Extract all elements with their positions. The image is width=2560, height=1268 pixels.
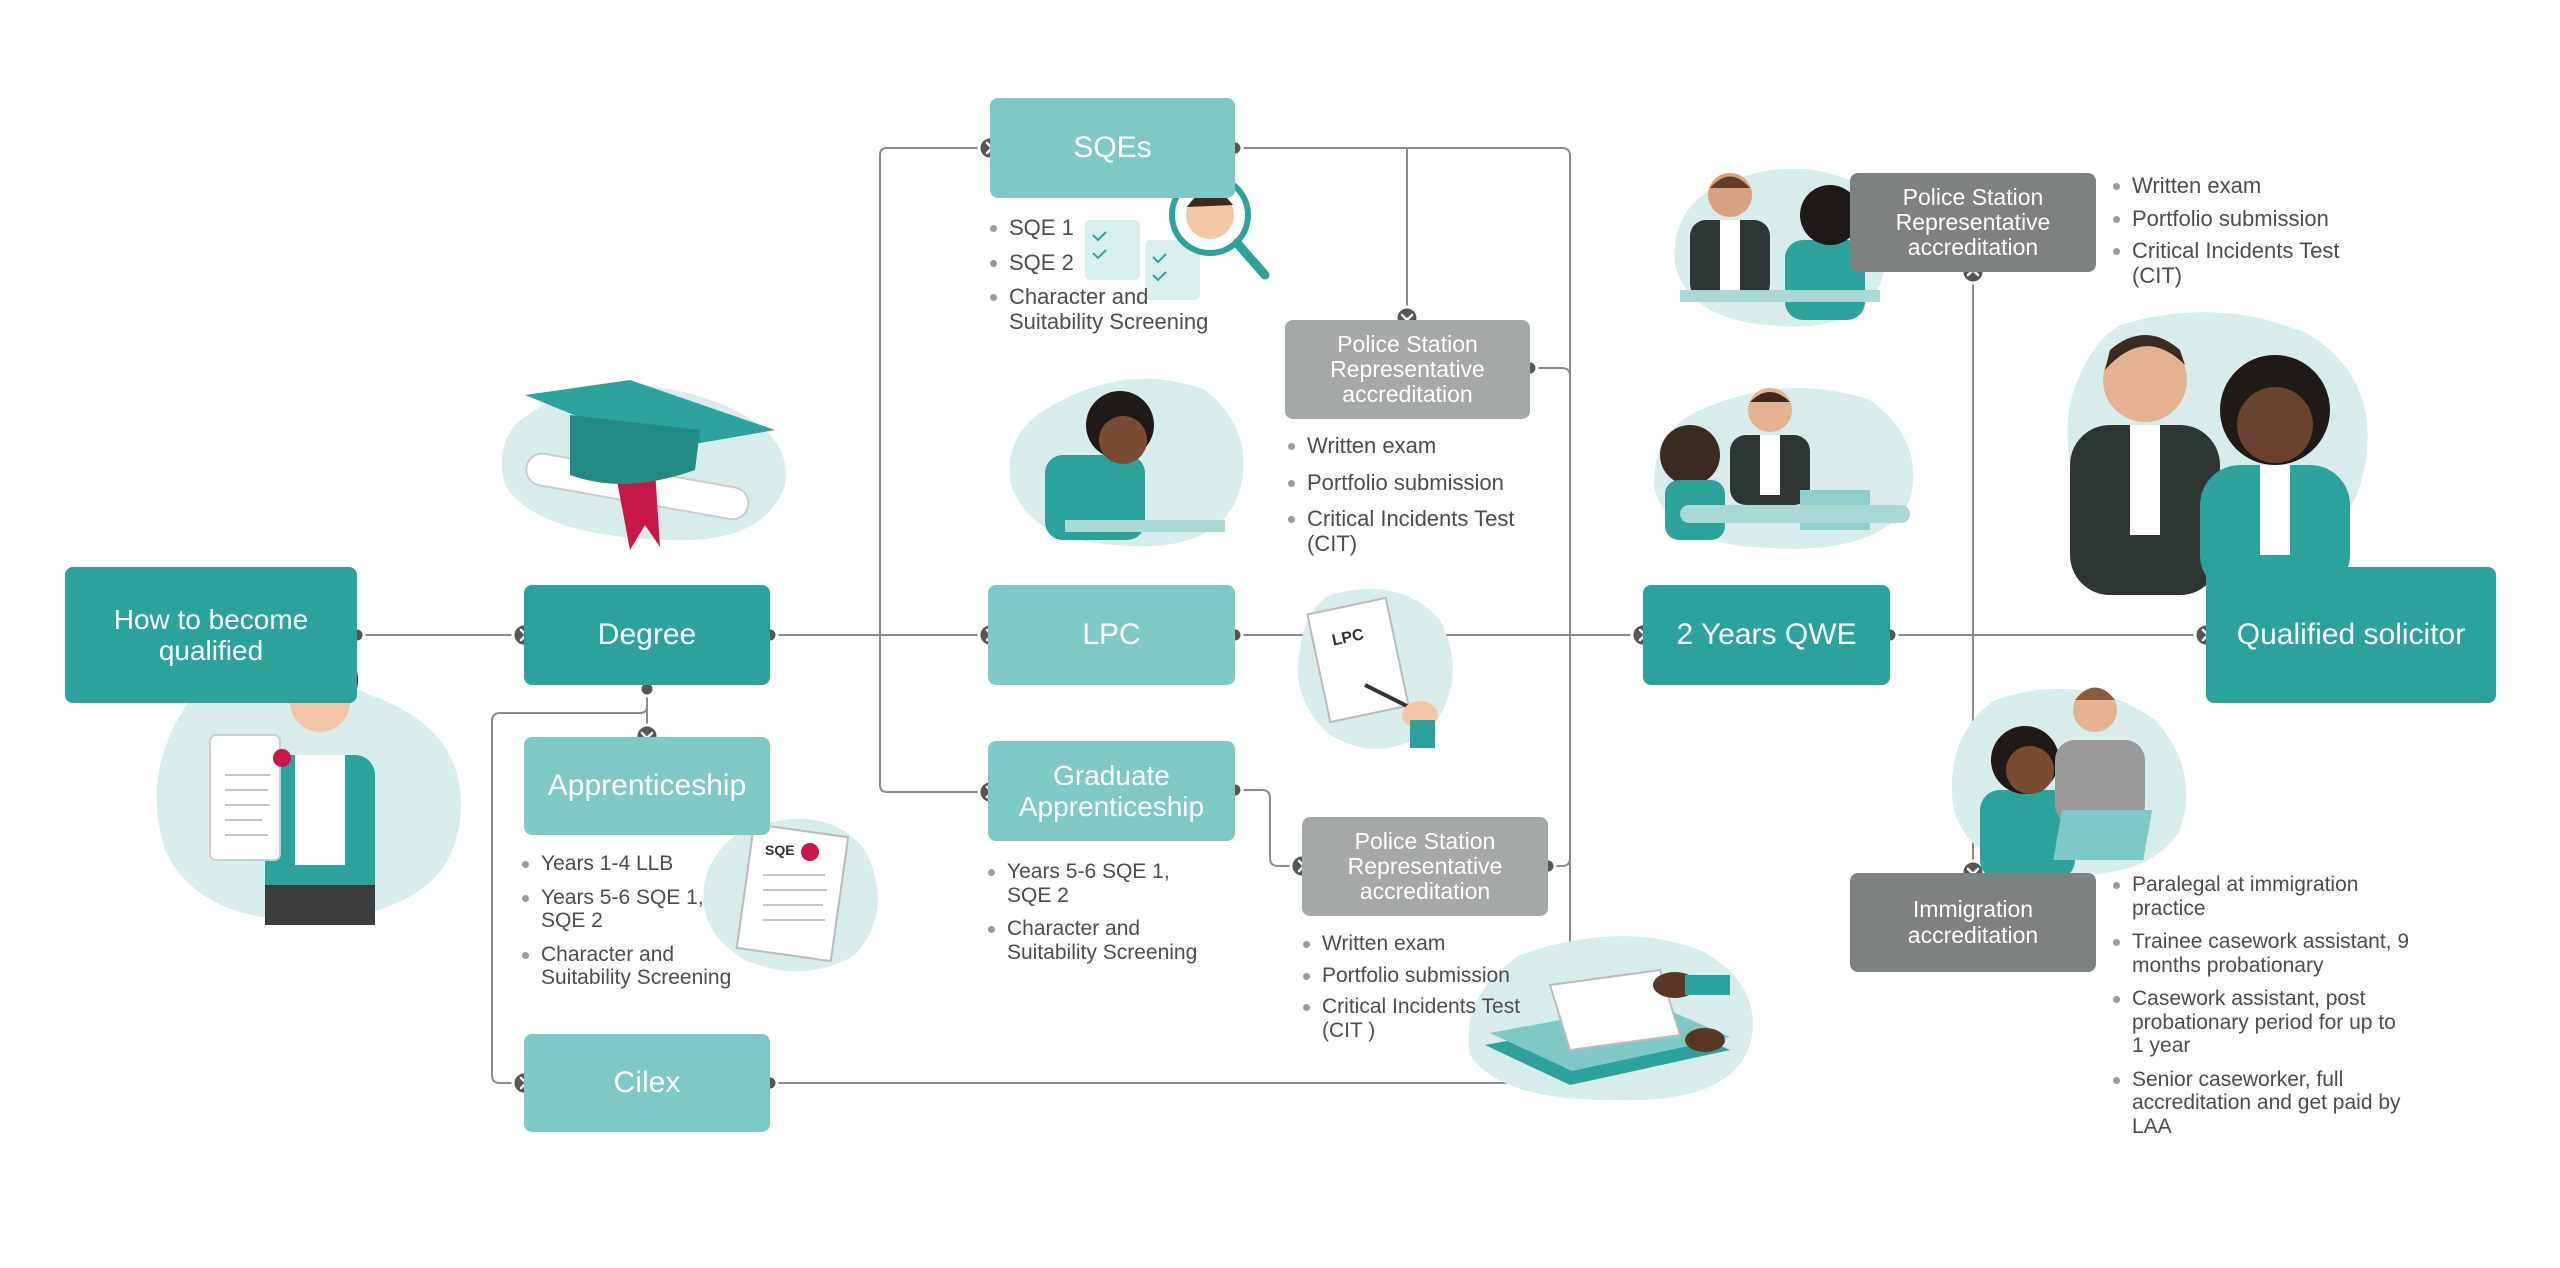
list-item: Written exam: [1300, 932, 1560, 956]
list-item: Critical Incidents Test (CIT): [2110, 238, 2362, 288]
list-item: Character and Suitability Screening: [987, 284, 1239, 334]
list-item: Critical Incidents Test (CIT): [1285, 506, 1537, 556]
list-item: Character and Suitability Screening: [985, 917, 1225, 964]
lpc-node[interactable]: LPC: [988, 585, 1235, 685]
list-item: Years 5-6 SQE 1, SQE 2: [985, 860, 1182, 907]
police-station-bottom-label: Police Station Representative accreditat…: [1347, 827, 1503, 905]
list-item: Senior caseworker, full accreditation an…: [2110, 1068, 2412, 1139]
list-item: Portfolio submission: [1300, 964, 1560, 988]
police-station-top-detail-list: Written exam Portfolio submission Critic…: [1285, 433, 1545, 567]
apprenticeship-label: Apprenticeship: [547, 769, 747, 802]
list-item: Portfolio submission: [2110, 206, 2370, 232]
connector-grad-police-bottom: [1235, 789, 1302, 867]
list-item: Written exam: [2110, 173, 2370, 199]
lpc-document-illustration: LPC: [1298, 588, 1453, 749]
sqe-document-label: SQE: [765, 842, 795, 858]
list-item: Casework assistant, post probationary pe…: [2110, 987, 2412, 1058]
lpc-document-label: LPC: [1331, 626, 1366, 649]
list-item: Character and Suitability Screening: [519, 943, 759, 990]
colleagues-laptop-illustration: [1951, 687, 2187, 880]
cilex-node[interactable]: Cilex: [524, 1034, 770, 1132]
qualified-solicitor-node[interactable]: Qualified solicitor: [2206, 567, 2496, 703]
degree-node[interactable]: Degree: [524, 585, 770, 685]
list-item: Paralegal at immigration practice: [2110, 873, 2402, 920]
graduate-apprenticeship-node[interactable]: Graduate Apprenticeship: [988, 741, 1235, 841]
documents-stack-illustration: [1468, 936, 1753, 1101]
graduation-cap-illustration: [501, 380, 786, 550]
sqes-node[interactable]: SQEs: [990, 98, 1235, 198]
woman-with-certificate-illustration: [156, 642, 461, 925]
list-item: Written exam: [1285, 433, 1545, 459]
police-station-right-detail-list: Written exam Portfolio submission Critic…: [2110, 173, 2370, 299]
connector-hub-grad: [879, 635, 990, 793]
graduate-apprenticeship-detail-list: Years 5-6 SQE 1, SQE 2 Character and Sui…: [985, 860, 1225, 974]
police-station-top-node[interactable]: Police Station Representative accreditat…: [1285, 320, 1530, 419]
apprenticeship-node[interactable]: Apprenticeship: [524, 737, 770, 835]
list-item: Portfolio submission: [1285, 470, 1545, 496]
immigration-detail-list: Paralegal at immigration practice Traine…: [2110, 873, 2420, 1148]
connector-police-bottom-right: [1548, 857, 1571, 867]
connector-sqes-right: [1407, 147, 1571, 1083]
police-station-right-node[interactable]: Police Station Representative accreditat…: [1850, 173, 2096, 272]
sqes-detail-list: SQE 1 SQE 2 Character and Suitability Sc…: [987, 215, 1247, 345]
list-item: Years 5-6 SQE 1, SQE 2: [519, 886, 711, 933]
graduate-apprenticeship-label: Graduate Apprenticeship: [1018, 759, 1205, 822]
police-station-bottom-node[interactable]: Police Station Representative accreditat…: [1302, 817, 1548, 916]
list-item: Years 1-4 LLB: [519, 852, 759, 876]
list-item: Trainee casework assistant, 9 months pro…: [2110, 930, 2420, 977]
lpc-label: LPC: [1082, 618, 1141, 651]
apprenticeship-document-illustration: SQE: [703, 818, 878, 972]
police-station-right-label: Police Station Representative accreditat…: [1895, 183, 2051, 261]
list-item: SQE 2: [987, 250, 1247, 276]
apprenticeship-detail-list: Years 1-4 LLB Years 5-6 SQE 1, SQE 2 Cha…: [519, 852, 759, 1000]
sqes-label: SQEs: [1073, 131, 1152, 164]
qualified-solicitor-label: Qualified solicitor: [2236, 618, 2466, 651]
degree-label: Degree: [597, 618, 697, 651]
meeting-illustration-middle: [1654, 388, 1914, 549]
meeting-illustration-top: [1674, 168, 1887, 327]
list-item: SQE 1: [987, 215, 1247, 241]
how-to-become-qualified-node[interactable]: How to become qualified: [65, 567, 357, 703]
connector-hub-sqes: [879, 147, 990, 635]
connector-degree-cilex: [491, 690, 648, 1084]
list-item: Critical Incidents Test (CIT ): [1300, 995, 1547, 1042]
immigration-accreditation-node[interactable]: Immigration accreditation: [1850, 873, 2096, 972]
police-station-top-label: Police Station Representative accreditat…: [1330, 330, 1485, 408]
cilex-label: Cilex: [613, 1066, 681, 1099]
connector-police-top-right: [1530, 367, 1571, 377]
woman-studying-illustration: [1009, 378, 1244, 547]
two-years-qwe-label: 2 Years QWE: [1676, 618, 1857, 651]
two-professionals-illustration: [2067, 312, 2368, 595]
how-to-become-qualified-label: How to become qualified: [113, 603, 309, 666]
police-station-bottom-detail-list: Written exam Portfolio submission Critic…: [1300, 932, 1560, 1052]
two-years-qwe-node[interactable]: 2 Years QWE: [1643, 585, 1890, 685]
immigration-accreditation-label: Immigration accreditation: [1907, 896, 2039, 948]
